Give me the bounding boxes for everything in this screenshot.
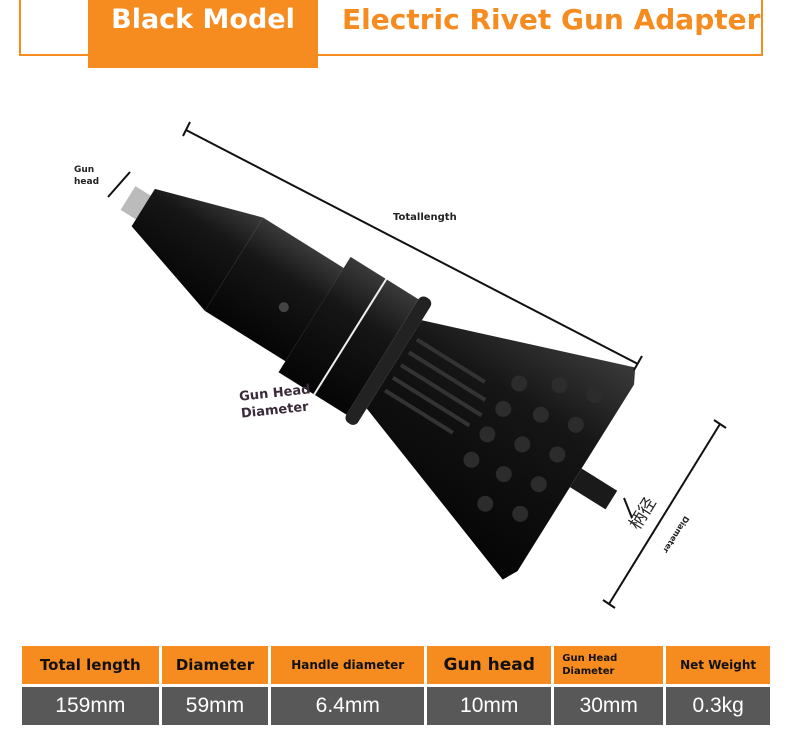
product-illustration <box>107 121 727 609</box>
value-gun-head-diameter: 30mm <box>554 687 664 725</box>
header-handle-diameter: Handle diameter <box>271 646 425 684</box>
header-diameter: Diameter <box>161 646 269 684</box>
value-total-length: 159mm <box>22 687 159 725</box>
dimension-lines <box>107 121 727 609</box>
value-handle-diameter: 6.4mm <box>271 687 425 725</box>
spec-value-row: 159mm 59mm 6.4mm 10mm 30mm 0.3kg <box>22 687 770 725</box>
total-length-label: Totallength <box>393 212 457 223</box>
header-frame <box>19 0 763 56</box>
header-gun-head: Gun head <box>427 646 552 684</box>
header-total-length: Total length <box>22 646 159 684</box>
value-net-weight: 0.3kg <box>666 687 770 725</box>
rivet-gun-adapter <box>120 186 636 580</box>
header-net-weight: Net Weight <box>666 646 770 684</box>
spec-header-row: Total length Diameter Handle diameter Gu… <box>22 646 770 684</box>
model-badge: Black Model <box>88 0 318 68</box>
value-gun-head: 10mm <box>427 687 552 725</box>
gun-head-label: Gun head <box>74 164 99 188</box>
header-gun-head-diameter: Gun Head Diameter <box>554 646 664 684</box>
gun-head-label-line1: Gun <box>74 165 95 175</box>
value-diameter: 59mm <box>161 687 269 725</box>
product-title: Electric Rivet Gun Adapter <box>342 3 761 36</box>
spec-table: Total length Diameter Handle diameter Gu… <box>19 643 773 728</box>
gun-head-label-line2: head <box>74 177 100 187</box>
